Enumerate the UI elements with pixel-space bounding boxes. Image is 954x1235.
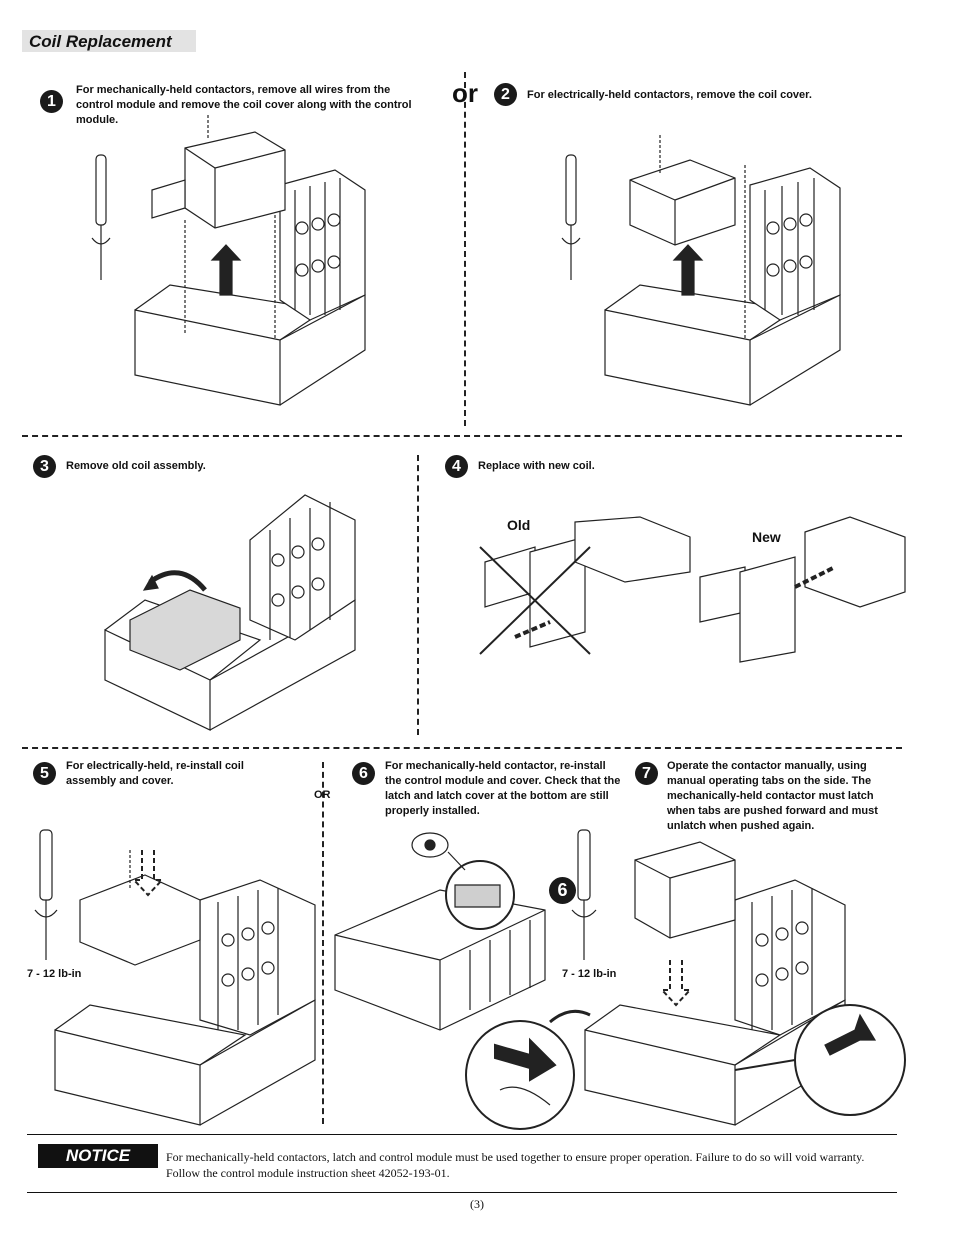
title-background — [22, 30, 196, 52]
step-number-3: 3 — [33, 455, 56, 478]
step-text-6: For mechanically-held contactor, re-inst… — [385, 760, 621, 817]
step-text-7: Operate the contactor manually, using ma… — [667, 760, 878, 832]
divider-horizontal-2 — [22, 747, 902, 749]
step-number-7: 7 — [635, 762, 658, 785]
notice-text: For mechanically-held contactors, latch … — [166, 1150, 865, 1180]
step-text-1: For mechanically-held contactors, remove… — [76, 84, 412, 126]
callout-6: 6 — [549, 877, 576, 904]
divider-vertical-bottom — [322, 762, 324, 1124]
or-label-large: or — [452, 78, 478, 108]
step-text-3: Remove old coil assembly. — [66, 460, 206, 472]
divider-vertical-middle — [417, 455, 419, 735]
torque-label-left: 7 - 12 lb-in — [27, 968, 82, 980]
illustration-step-3 — [100, 490, 370, 730]
step-number-1: 1 — [40, 90, 63, 113]
illustration-step-7 — [560, 830, 900, 1130]
illustration-step-6 — [330, 830, 560, 1050]
step-number-5: 5 — [33, 762, 56, 785]
illustration-step-1 — [90, 110, 420, 410]
or-label-small: OR — [314, 789, 331, 801]
illustration-step-4 — [475, 512, 915, 662]
step-number-6: 6 — [352, 762, 375, 785]
illustration-step-5 — [30, 830, 320, 1130]
illustration-step-2 — [560, 110, 890, 410]
step-text-5: For electrically-held, re-install coil a… — [66, 760, 244, 787]
torque-label-right: 7 - 12 lb-in — [562, 968, 617, 980]
notice-rule-top — [27, 1134, 897, 1135]
illustration-magnifier-left — [460, 1010, 590, 1130]
notice-label: NOTICE — [38, 1144, 158, 1168]
label-new: New — [752, 529, 781, 545]
notice-rule-bottom — [27, 1192, 897, 1193]
divider-vertical-top — [464, 72, 466, 426]
step-text-4: Replace with new coil. — [478, 460, 595, 472]
label-old: Old — [507, 517, 531, 533]
page-number: (3) — [470, 1197, 484, 1211]
step-text-2: For electrically-held contactors, remove… — [527, 89, 812, 101]
step-number-4: 4 — [445, 455, 468, 478]
divider-horizontal-1 — [22, 435, 902, 437]
section-title: Coil Replacement — [29, 32, 172, 51]
step-number-2: 2 — [494, 83, 517, 106]
